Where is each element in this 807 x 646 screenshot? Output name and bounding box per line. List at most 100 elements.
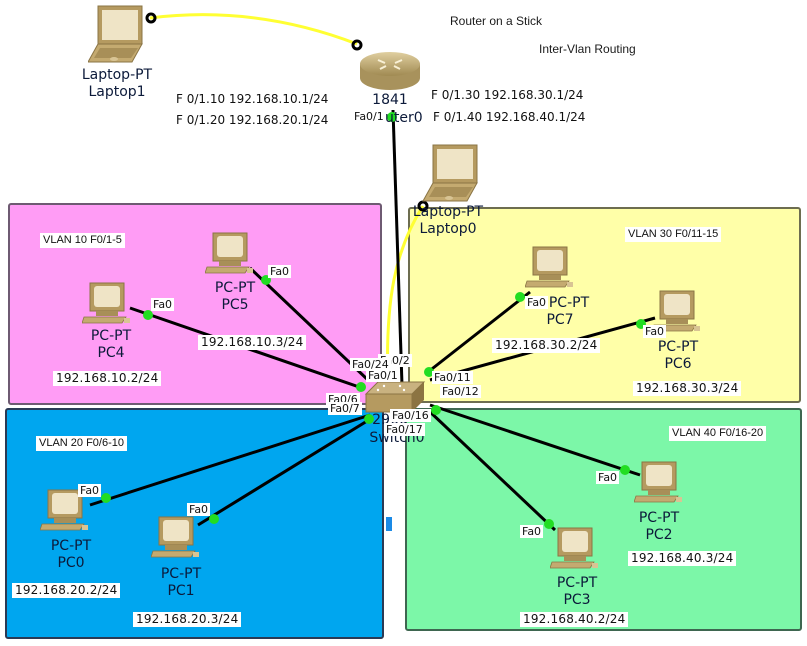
vlan40-zone[interactable] bbox=[405, 408, 802, 631]
pc0-ip: 192.168.20.2/24 bbox=[12, 583, 121, 598]
laptop0-label: Laptop-PT Laptop0 bbox=[396, 204, 500, 238]
pc5-name: PC5 bbox=[221, 297, 249, 313]
pc4-type: PC-PT bbox=[90, 328, 132, 344]
pc6-type: PC-PT bbox=[657, 339, 699, 355]
pc-icon[interactable] bbox=[550, 526, 600, 572]
link-up-dot bbox=[620, 465, 630, 475]
pc3-port-label: Fa0 bbox=[520, 525, 544, 538]
vlan40-label: VLAN 40 F0/16-20 bbox=[669, 426, 767, 441]
pc3-name: PC3 bbox=[563, 592, 591, 608]
pc2-type: PC-PT bbox=[638, 510, 680, 526]
router-subif-20: F 0/1.20 192.168.20.1/24 bbox=[176, 113, 329, 127]
pc1-name: PC1 bbox=[167, 583, 195, 599]
pc6-label: PC-PT PC6 bbox=[633, 339, 723, 373]
console-endpoint bbox=[351, 39, 363, 51]
vlan30-zone[interactable] bbox=[408, 207, 801, 403]
link-pc3[interactable] bbox=[426, 408, 557, 532]
pc-icon[interactable] bbox=[82, 281, 132, 327]
link-pc2[interactable] bbox=[429, 403, 641, 477]
pc2-label: PC-PT PC2 bbox=[614, 510, 704, 544]
link-up-dot bbox=[101, 493, 111, 503]
link-up-dot bbox=[143, 310, 153, 320]
pc-icon[interactable] bbox=[151, 515, 201, 561]
pc3-label: PC-PT PC3 bbox=[532, 575, 622, 609]
pc7-port-label: Fa0 bbox=[525, 296, 549, 309]
pc0-type: PC-PT bbox=[50, 538, 92, 554]
pc5-port-label: Fa0 bbox=[268, 265, 292, 278]
diagram-title: Router on a Stick bbox=[448, 14, 545, 28]
pc7-type: PC-PT bbox=[548, 295, 590, 311]
switch-port-pc4: Fa0/1 bbox=[366, 369, 400, 382]
router-subif-30: F 0/1.30 192.168.30.1/24 bbox=[431, 88, 584, 102]
link-up-dot bbox=[209, 514, 219, 524]
link-pc7[interactable] bbox=[427, 290, 531, 374]
vlan30-label: VLAN 30 F0/11-15 bbox=[625, 227, 722, 242]
link-up-dot bbox=[356, 382, 366, 392]
pc5-ip: 192.168.10.3/24 bbox=[198, 335, 307, 350]
pc4-name: PC4 bbox=[97, 345, 125, 361]
pc4-ip: 192.168.10.2/24 bbox=[53, 371, 162, 386]
pc-icon[interactable] bbox=[634, 460, 684, 506]
pc0-label: PC-PT PC0 bbox=[26, 538, 116, 572]
switch-port-pc1: Fa0/7 bbox=[328, 402, 362, 415]
pc7-label: PC-PT PC7 bbox=[510, 295, 610, 329]
vlan10-label: VLAN 10 F0/1-5 bbox=[40, 233, 125, 248]
link-up-dot bbox=[515, 292, 525, 302]
console-endpoint bbox=[417, 200, 429, 212]
switch-port-pc2: Fa0/16 bbox=[390, 409, 431, 422]
pc1-ip: 192.168.20.3/24 bbox=[133, 612, 242, 627]
switch-port-pc6: Fa0/12 bbox=[440, 385, 481, 398]
pc6-ip: 192.168.30.3/24 bbox=[633, 381, 742, 396]
laptop0-name: Laptop0 bbox=[419, 221, 477, 237]
link-pc5[interactable] bbox=[248, 266, 370, 382]
switch-port-pc7: Fa0/11 bbox=[432, 371, 473, 384]
console-endpoint bbox=[145, 12, 157, 24]
switch-port-pc5: Fa0/24 bbox=[350, 358, 391, 371]
pc1-port-label: Fa0 bbox=[187, 503, 211, 516]
laptop1-name: Laptop1 bbox=[88, 84, 146, 100]
router-icon[interactable] bbox=[358, 50, 422, 92]
diagram-subtitle: Inter-Vlan Routing bbox=[537, 42, 638, 56]
link-up-dot bbox=[424, 367, 434, 377]
router-subif-10: F 0/1.10 192.168.10.1/24 bbox=[176, 92, 329, 106]
router-model: 1841 bbox=[372, 92, 408, 108]
vlan20-label: VLAN 20 F0/6-10 bbox=[36, 436, 127, 451]
pc6-port-label: Fa0 bbox=[643, 325, 667, 338]
link-up-dot bbox=[544, 519, 554, 529]
link-pc1[interactable] bbox=[197, 416, 373, 527]
pc2-name: PC2 bbox=[645, 527, 673, 543]
pc6-name: PC6 bbox=[664, 356, 692, 372]
pc0-name: PC0 bbox=[57, 555, 85, 571]
pc1-label: PC-PT PC1 bbox=[136, 566, 226, 600]
link-pc0[interactable] bbox=[89, 413, 371, 507]
pc7-ip: 192.168.30.2/24 bbox=[492, 338, 601, 353]
pc0-port-label: Fa0 bbox=[78, 484, 102, 497]
pc2-ip: 192.168.40.3/24 bbox=[628, 551, 737, 566]
router-subif-40: F 0/1.40 192.168.40.1/24 bbox=[433, 110, 586, 124]
laptop-icon[interactable] bbox=[420, 143, 482, 203]
link-router-switch[interactable] bbox=[391, 109, 404, 386]
pc4-port-label: Fa0 bbox=[151, 298, 175, 311]
pc3-type: PC-PT bbox=[556, 575, 598, 591]
pc-icon[interactable] bbox=[205, 231, 255, 277]
pc5-label: PC-PT PC5 bbox=[190, 280, 280, 314]
switch-port-pc3: Fa0/17 bbox=[384, 423, 425, 436]
pc-icon[interactable] bbox=[525, 245, 575, 291]
laptop0-type: Laptop-PT bbox=[412, 204, 484, 220]
resize-handle[interactable] bbox=[385, 516, 393, 532]
router-port-label: Fa0/1 bbox=[352, 110, 386, 123]
pc1-type: PC-PT bbox=[160, 566, 202, 582]
switch-icon[interactable] bbox=[364, 380, 426, 414]
pc5-type: PC-PT bbox=[214, 280, 256, 296]
link-up-dot bbox=[387, 112, 397, 122]
link-up-dot bbox=[364, 414, 374, 424]
laptop1-label: Laptop-PT Laptop1 bbox=[62, 67, 172, 101]
pc7-name: PC7 bbox=[546, 312, 574, 328]
console-cable-laptop1-router[interactable] bbox=[149, 13, 358, 46]
laptop-icon[interactable] bbox=[88, 4, 148, 64]
pc4-label: PC-PT PC4 bbox=[66, 328, 156, 362]
link-up-dot bbox=[431, 405, 441, 415]
pc3-ip: 192.168.40.2/24 bbox=[520, 612, 629, 627]
laptop1-type: Laptop-PT bbox=[81, 67, 153, 83]
